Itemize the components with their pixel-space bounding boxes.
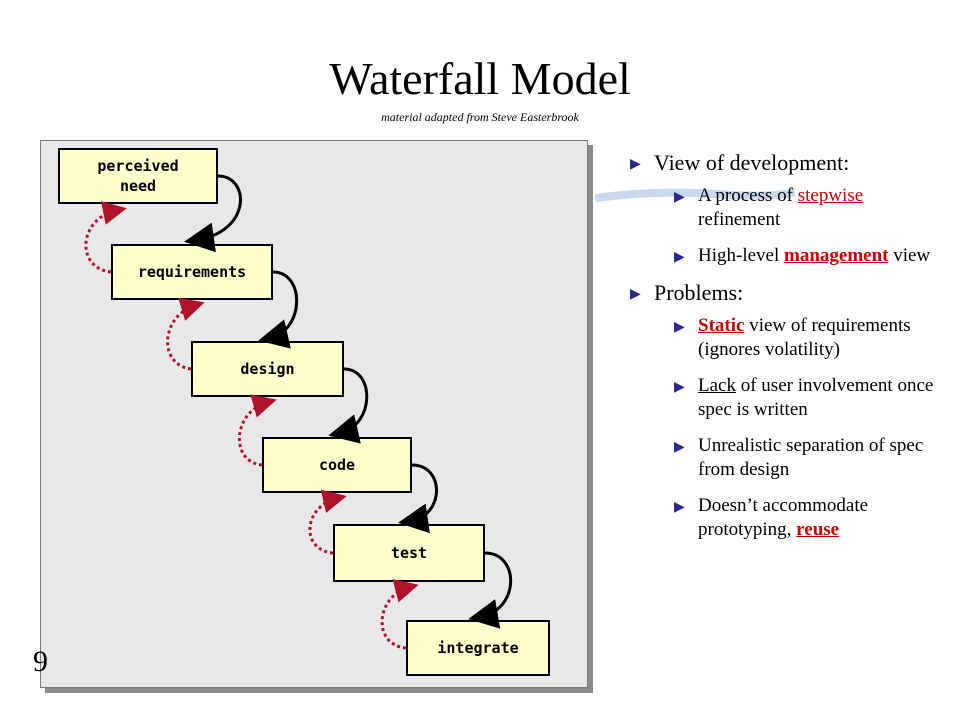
stage-test: test xyxy=(333,524,485,582)
stage-label-line2: need xyxy=(119,177,157,195)
triangle-right-icon: ▶ xyxy=(674,250,685,265)
flow-arrow-2 xyxy=(258,270,299,349)
bullet-text: Problems: xyxy=(654,280,744,305)
bullet-list: ▶ View of development: ▶ A process of st… xyxy=(630,150,950,554)
flow-arrow-3 xyxy=(328,367,369,444)
bullet-text: Doesn’t accommodate prototyping, xyxy=(698,495,869,540)
feedback-arrow-5 xyxy=(380,579,419,650)
flow-arrow-4 xyxy=(398,463,438,534)
triangle-right-icon: ▶ xyxy=(674,320,685,335)
feedback-arrow-4 xyxy=(308,489,347,555)
slide-subtitle: material adapted from Steve Easterbrook xyxy=(381,110,579,124)
bullet-text: refinement xyxy=(698,209,781,230)
bullet-lack: ▶ Lack of user involvement once spec is … xyxy=(674,374,950,422)
bullet-prototyping: ▶ Doesn’t accommodate prototyping, reuse xyxy=(674,494,950,542)
stage-code: code xyxy=(262,437,412,493)
triangle-right-icon: ▶ xyxy=(674,190,685,205)
stage-perceived-need: perceived need xyxy=(58,148,218,204)
bullet-static: ▶ Static view of requirements (ignores v… xyxy=(674,314,950,362)
bullet-text: A process of xyxy=(698,185,798,206)
triangle-right-icon: ▶ xyxy=(674,380,685,395)
bullet-view-of-development: ▶ View of development: xyxy=(630,150,950,176)
decorative-swoosh xyxy=(595,188,795,202)
bullet-text: view of requirements (ignores volatility… xyxy=(698,315,911,360)
highlight-static: Static xyxy=(698,315,745,336)
bullet-text: View of development: xyxy=(654,150,850,175)
bullet-text: view xyxy=(893,245,931,266)
bullet-text: High-level xyxy=(698,245,785,266)
bullet-text: Unrealistic separation of spec from desi… xyxy=(698,435,924,480)
slide-number: 9 xyxy=(33,645,48,678)
stage-design: design xyxy=(191,341,344,397)
feedback-arrow-2 xyxy=(166,297,205,371)
feedback-arrow-1 xyxy=(84,201,127,274)
feedback-arrow-3 xyxy=(237,394,277,467)
flow-arrow-1 xyxy=(184,174,242,253)
triangle-right-icon: ▶ xyxy=(674,500,685,515)
bullet-management: ▶ High-level management view xyxy=(674,244,950,268)
bullet-text: of user involvement once spec is written xyxy=(698,375,934,420)
triangle-right-icon: ▶ xyxy=(630,157,641,172)
highlight-reuse: reuse xyxy=(796,519,840,540)
highlight-management: management xyxy=(784,245,889,266)
flow-arrow-5 xyxy=(468,551,513,629)
bullet-stepwise: ▶ A process of stepwise refinement xyxy=(674,184,950,232)
diagram-panel xyxy=(40,140,588,688)
bullet-unrealistic: ▶ Unrealistic separation of spec from de… xyxy=(674,434,950,482)
triangle-right-icon: ▶ xyxy=(630,287,641,302)
slide-title: Waterfall Model xyxy=(329,53,631,104)
highlight-lack: Lack xyxy=(698,375,736,396)
highlight-stepwise: stepwise xyxy=(797,185,864,206)
triangle-right-icon: ▶ xyxy=(674,440,685,455)
stage-label-line1: perceived xyxy=(97,157,179,175)
bullet-problems: ▶ Problems: xyxy=(630,280,950,306)
